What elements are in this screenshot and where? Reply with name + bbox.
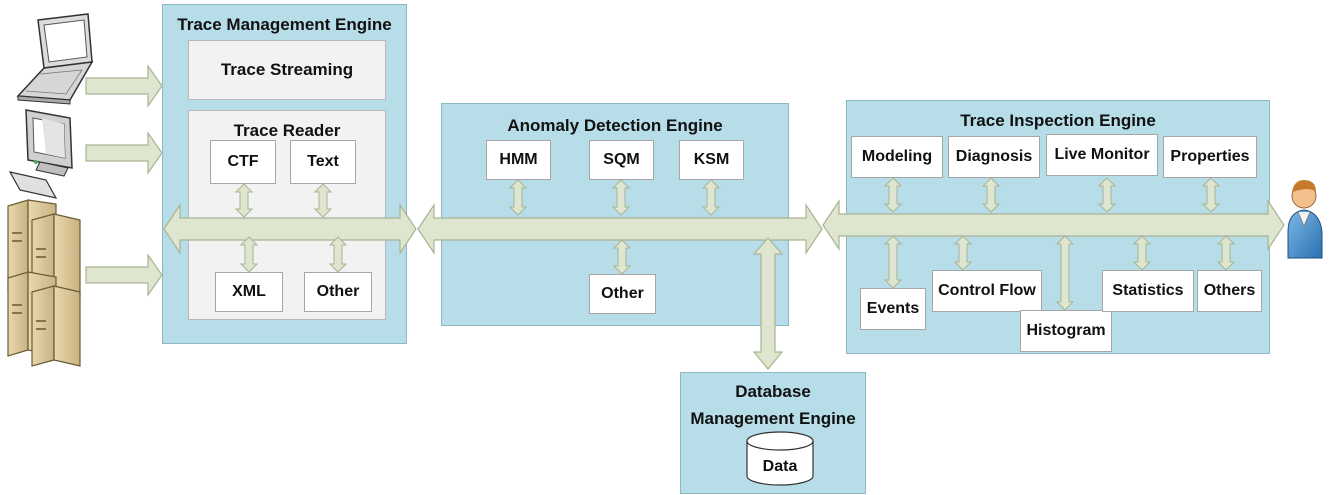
connector-arrows [234, 177, 1236, 311]
user-icon [1287, 180, 1323, 259]
input-arrow-servers [85, 253, 163, 297]
data-cylinder [746, 431, 814, 486]
trace-inspection-title: Trace Inspection Engine [960, 111, 1156, 130]
anomaly-other: Other [589, 274, 656, 314]
trace-reader-title: Trace Reader [233, 121, 341, 140]
trace-streaming-label: Trace Streaming [220, 60, 354, 79]
input-arrow-desktop [85, 131, 163, 175]
inspection-statistics: Statistics [1102, 270, 1194, 312]
bus-middle [417, 203, 823, 255]
inspection-others: Others [1197, 270, 1262, 312]
bus-right [822, 199, 1285, 251]
database-title-line2: Management Engine [690, 409, 856, 428]
bus-left [163, 203, 417, 255]
laptop-icon [16, 13, 94, 105]
trace-streaming-box: Trace Streaming [188, 40, 386, 100]
anomaly-detection-title: Anomaly Detection Engine [507, 116, 723, 135]
desktop-computer-icon [8, 109, 73, 199]
input-arrow-laptop [85, 64, 163, 108]
format-text: Text [290, 140, 356, 184]
inspection-control-flow: Control Flow [932, 270, 1042, 312]
format-other: Other [304, 272, 372, 312]
method-sqm: SQM [589, 140, 654, 180]
input-arrows [85, 64, 163, 297]
method-hmm: HMM [486, 140, 551, 180]
inspection-diagnosis: Diagnosis [948, 136, 1040, 178]
format-ctf: CTF [210, 140, 276, 184]
inspection-modeling: Modeling [851, 136, 943, 178]
bus-arrows [163, 199, 1285, 255]
inspection-properties: Properties [1163, 136, 1257, 178]
database-link-arrow [752, 237, 784, 370]
server-rack-icon [7, 199, 81, 367]
inspection-live-monitor: Live Monitor [1046, 134, 1158, 176]
database-title-line1: Database [735, 382, 811, 401]
inspection-histogram: Histogram [1020, 310, 1112, 352]
data-store-label: Data [762, 458, 798, 475]
trace-management-title: Trace Management Engine [177, 15, 392, 34]
method-ksm: KSM [679, 140, 744, 180]
format-xml: XML [215, 272, 283, 312]
inspection-events: Events [860, 288, 926, 330]
